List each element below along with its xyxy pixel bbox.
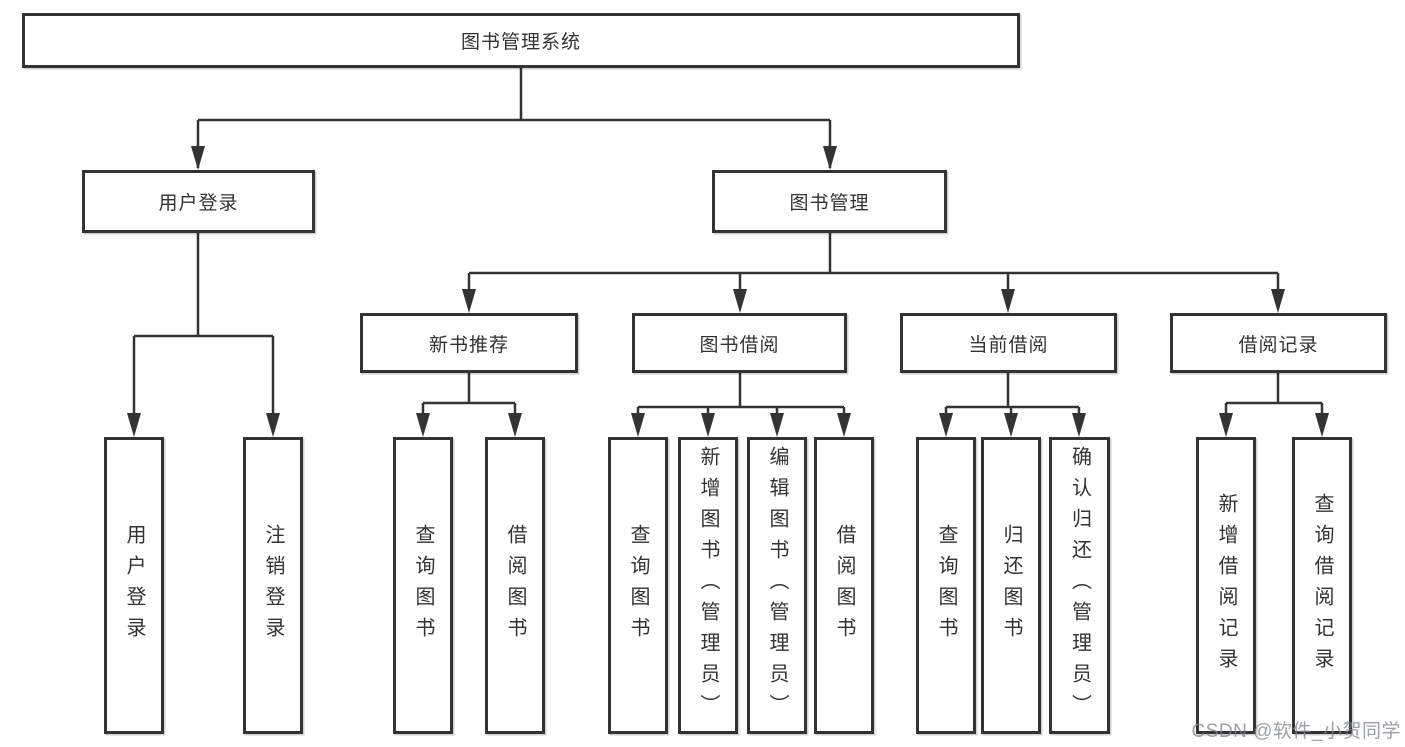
leaf-query-books-recommend: 查询图书 [393,437,453,734]
leaf-label: 查询借阅记录 [1311,492,1333,679]
leaf-user-login: 用户登录 [104,437,164,734]
leaf-label: 用户登录 [123,523,145,648]
leaf-label: 查询图书 [412,523,434,648]
leaf-label: 归还图书 [1000,523,1022,648]
leaf-label: 确认归还（管理员） [1068,446,1091,725]
leaf-query-books-borrow: 查询图书 [608,437,668,734]
leaf-label: 查询图书 [627,523,649,648]
leaf-query-borrow-record: 查询借阅记录 [1292,437,1352,734]
node-user-login: 用户登录 [82,170,315,233]
leaf-label: 注销登录 [262,523,284,648]
leaf-borrow-books-recommend: 借阅图书 [485,437,545,734]
leaf-label: 查询图书 [935,523,957,648]
leaf-label: 编辑图书（管理员） [766,446,788,725]
leaf-borrow-books: 借阅图书 [814,437,874,734]
arrowheads [127,146,1329,437]
leaf-logout: 注销登录 [243,437,303,734]
leaf-label: 借阅图书 [833,523,855,648]
connector-stems [132,68,1324,432]
leaf-label: 借阅图书 [504,523,526,648]
leaf-add-books-admin: 新增图书（管理员） [678,437,738,734]
leaf-add-borrow-record: 新增借阅记录 [1196,437,1256,734]
node-book-borrow: 图书借阅 [632,313,847,373]
leaf-label: 新增图书（管理员） [697,446,719,725]
leaf-edit-books-admin: 编辑图书（管理员） [747,437,807,734]
leaf-label: 新增借阅记录 [1215,492,1237,679]
node-borrow-records: 借阅记录 [1170,313,1387,373]
leaf-return-books: 归还图书 [981,437,1041,734]
leaf-confirm-return-admin: 确认归还（管理员） [1049,437,1110,734]
node-book-management: 图书管理 [712,170,947,233]
leaf-query-books-current: 查询图书 [916,437,976,734]
watermark: CSDN @软件_小贺同学 [1191,721,1401,742]
node-current-borrow: 当前借阅 [900,313,1117,373]
node-library-management-system: 图书管理系统 [22,13,1020,68]
node-new-book-recommend: 新书推荐 [360,313,578,373]
